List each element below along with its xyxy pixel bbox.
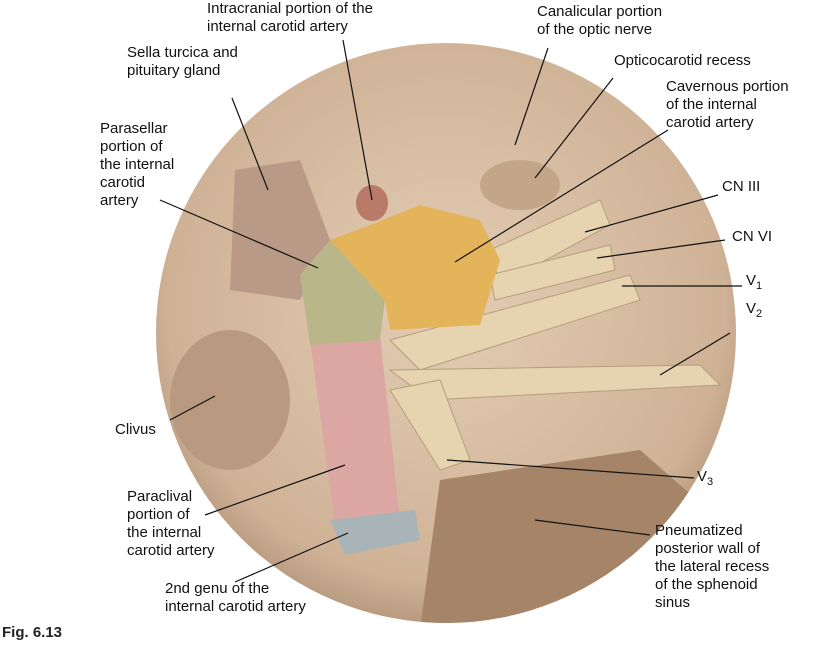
label-canalicular: Canalicular portion of the optic nerve [537, 3, 663, 38]
v2-sub: 2 [756, 308, 763, 320]
label-intracranial-ica: Intracranial portion of the internal car… [207, 0, 373, 35]
cavernous-ica [330, 205, 500, 330]
label-cn6: CN VI [732, 228, 773, 245]
label-cn3: CN III [722, 178, 761, 195]
v3-text: V [697, 468, 708, 485]
optic-recess [480, 160, 560, 210]
label-v2: V2 [746, 300, 762, 323]
parasellar-ica [300, 240, 385, 345]
label-pneumatized: Pneumatized posterior wall of the latera… [655, 522, 770, 611]
label-cavernous: Cavernous portion of the internal caroti… [666, 78, 789, 131]
trigeminal-nerve [388, 199, 722, 471]
label-clivus: Clivus [115, 421, 156, 438]
leader-lines [159, 39, 742, 583]
label-paraclival: Paraclival portion of the internal carot… [127, 488, 215, 559]
intracranial-ica [356, 185, 388, 221]
label-opticocarotid: Opticocarotid recess [614, 52, 751, 69]
label-parasellar: Parasellar portion of the internal carot… [100, 120, 175, 209]
second-genu [330, 510, 420, 555]
label-v3: V3 [697, 468, 713, 491]
label-sella: Sella turcica and pituitary gland [127, 44, 238, 79]
sella-region [230, 160, 330, 300]
v3-sub: 3 [707, 476, 714, 488]
label-v1: V1 [746, 272, 762, 295]
v1-text: V [746, 272, 757, 289]
v1-sub: 1 [756, 280, 763, 292]
figure-number: Fig. 6.13 [2, 624, 63, 641]
clivus [170, 330, 290, 470]
v2-text: V [746, 300, 757, 317]
paraclival-ica [310, 335, 400, 525]
label-genu: 2nd genu of the internal carotid artery [165, 580, 306, 615]
